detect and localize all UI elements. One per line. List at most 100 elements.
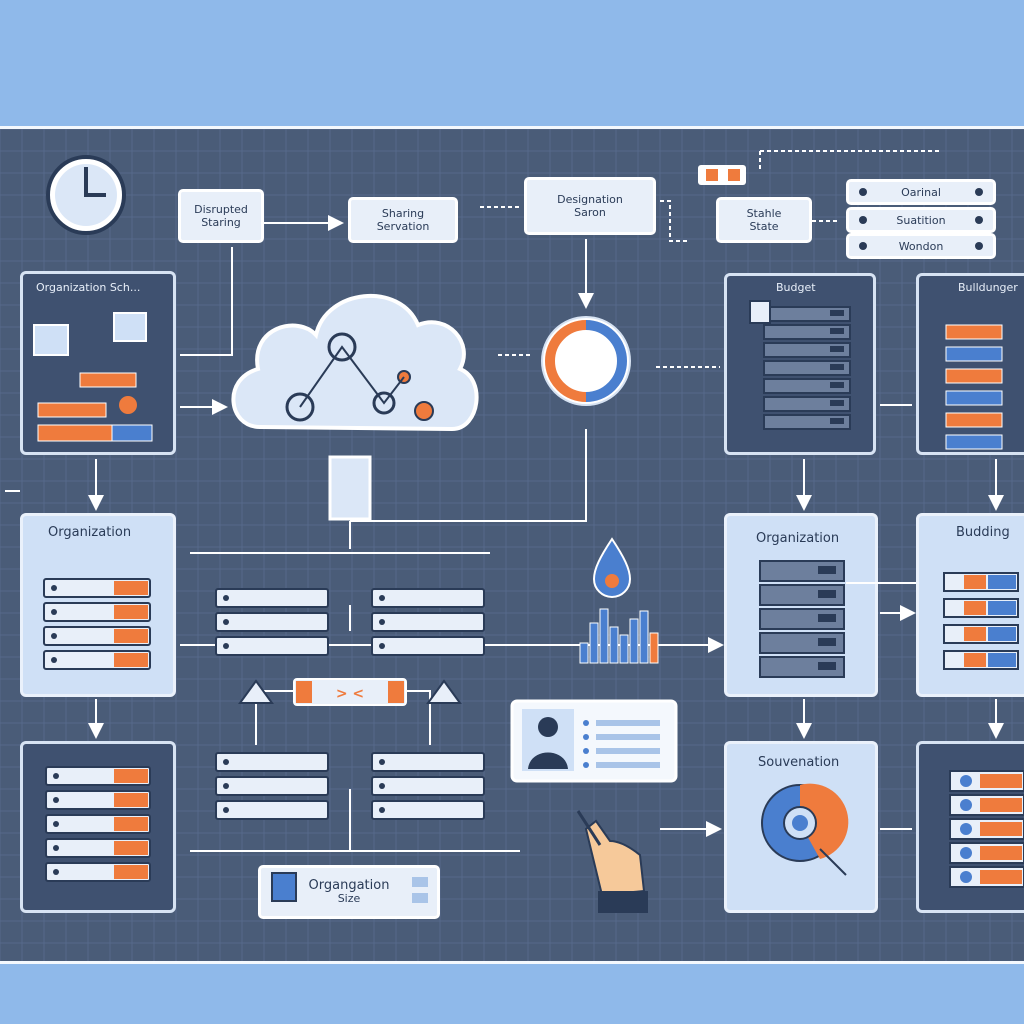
- server-unit-led: [223, 807, 229, 813]
- compare-symbols: > <: [336, 686, 364, 702]
- server-unit-stripe: [114, 817, 148, 831]
- list-bar: [945, 390, 1003, 406]
- rack-unit-vent: [818, 590, 836, 598]
- drop-icon-center: [605, 574, 619, 588]
- title-org-schedule: Organization Sch...: [36, 281, 141, 294]
- list-row-orange: [980, 846, 1022, 860]
- rack-unit-vent: [830, 382, 844, 388]
- server-unit-led: [51, 585, 57, 591]
- list-bar: [945, 346, 1003, 362]
- title-souvenation: Souvenation: [758, 755, 840, 770]
- server-unit: [215, 612, 329, 632]
- list-row-dot: [960, 775, 972, 787]
- gear-icon: [372, 391, 396, 415]
- rack-unit-vent: [818, 614, 836, 622]
- list-bar: [945, 324, 1003, 340]
- server-unit-led: [379, 783, 385, 789]
- connector-line: [660, 200, 690, 242]
- server-unit-led: [223, 619, 229, 625]
- profile-bullet: [583, 734, 589, 740]
- list-row-dot: [960, 871, 972, 883]
- bar-chart-bar: [589, 622, 599, 664]
- rack-unit-vent: [830, 346, 844, 352]
- rack-unit: [763, 360, 851, 376]
- person-icon-body: [528, 752, 568, 769]
- server-unit: [215, 776, 329, 796]
- bar-chart-bar: [619, 634, 629, 664]
- server-unit: [371, 588, 485, 608]
- tag-orange-mark: [728, 169, 740, 181]
- rack-cap: [749, 300, 771, 324]
- bar-chart-bar: [609, 626, 619, 664]
- server-unit: [215, 588, 329, 608]
- pill-suatition: Suatition: [846, 207, 996, 233]
- server-unit-led: [51, 633, 57, 639]
- list-row-blue: [988, 627, 1016, 641]
- server-unit-led: [223, 759, 229, 765]
- title-budget: Budget: [776, 281, 816, 294]
- list-row-blue: [988, 653, 1016, 667]
- cloud-icon: [231, 293, 479, 432]
- server-unit-stripe: [114, 793, 148, 807]
- rack-unit: [763, 324, 851, 340]
- rack-unit: [763, 378, 851, 394]
- donut-core: [792, 815, 808, 831]
- server-unit-stripe: [114, 629, 148, 643]
- hand-pointer-icon: [584, 819, 646, 897]
- list-row-orange: [980, 870, 1022, 884]
- size-chip: [412, 877, 428, 887]
- rack-unit-vent: [818, 566, 836, 574]
- server-unit-led: [53, 869, 59, 875]
- list-bar: [945, 368, 1003, 384]
- server-unit: [371, 636, 485, 656]
- bar-orange: [79, 372, 137, 388]
- gear-icon: [327, 332, 357, 362]
- bar-chart-bar: [579, 642, 589, 664]
- server-unit-stripe: [114, 605, 148, 619]
- list-row-blue: [988, 601, 1016, 615]
- profile-bullet: [583, 762, 589, 768]
- profile-bullet: [583, 748, 589, 754]
- rack-unit-vent: [830, 364, 844, 370]
- list-bar: [945, 412, 1003, 428]
- server-unit: [215, 752, 329, 772]
- dot-orange: [119, 396, 137, 414]
- rack-unit: [763, 342, 851, 358]
- pill-wondon: Wondon: [846, 233, 996, 259]
- list-row-orange: [964, 575, 986, 589]
- gear-icon-orange: [414, 401, 434, 421]
- rack-unit-vent: [830, 418, 844, 424]
- title-bulldunger: Bulldunger: [958, 281, 1018, 294]
- server-unit-led: [223, 643, 229, 649]
- connector-line: [180, 247, 233, 356]
- up-arrow-icon: [238, 679, 274, 704]
- server-unit-led: [53, 773, 59, 779]
- clock-hands: [84, 167, 106, 197]
- server-unit-led: [53, 797, 59, 803]
- list-row-orange: [980, 774, 1022, 788]
- list-bar: [945, 434, 1003, 450]
- server-unit-led: [379, 759, 385, 765]
- tag-orange-mark: [706, 169, 718, 181]
- server-unit: [371, 612, 485, 632]
- panel-org-schedule: [20, 271, 176, 455]
- list-row-dot: [960, 823, 972, 835]
- list-row-orange: [980, 822, 1022, 836]
- rack-unit: [763, 414, 851, 430]
- bar-chart-bar: [639, 610, 649, 664]
- server-unit-stripe: [114, 865, 148, 879]
- donut-blue-arc: [585, 320, 627, 402]
- bar-blue: [111, 424, 153, 442]
- rack-unit-vent: [830, 310, 844, 316]
- bar-chart-bar: [599, 608, 609, 664]
- diagram-graphics: > <: [5, 150, 1024, 913]
- server-unit-led: [379, 807, 385, 813]
- document-icon: [271, 872, 297, 902]
- compare-bar: [293, 678, 407, 706]
- title-budding: Budding: [956, 525, 1010, 540]
- rack-unit-vent: [818, 662, 836, 670]
